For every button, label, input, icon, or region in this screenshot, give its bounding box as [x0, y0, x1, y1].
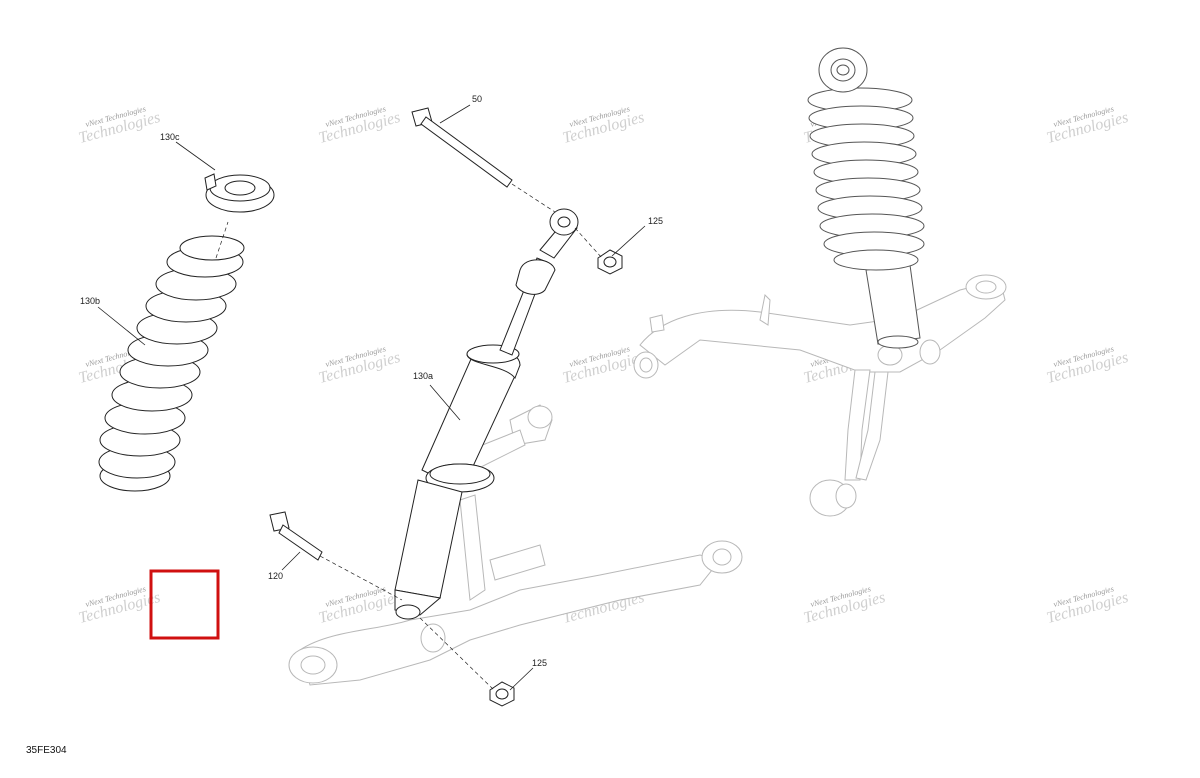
callout-130c: 130c: [160, 132, 180, 142]
watermark: Technologies vNext Technologies: [1045, 584, 1130, 627]
lower-a-arm-reference: [288, 404, 743, 686]
callout-125-bottom: 125: [532, 658, 547, 668]
assembly-lines: [215, 183, 603, 691]
bolt-120: [269, 511, 323, 561]
callout-125-top: 125: [648, 216, 663, 226]
leader-lines: [97, 104, 646, 691]
assembled-suspension-reference: [633, 47, 1007, 517]
watermark: Technologies vNext Technologies: [561, 344, 646, 387]
callout-120: 120: [268, 571, 283, 581]
watermark: Technologies vNext Technologies: [77, 104, 162, 147]
nut-125-top: [597, 249, 623, 275]
watermark: Technologies vNext Technologies: [561, 104, 646, 147]
watermark: Technologies vNext Technologies: [317, 584, 402, 627]
callout-130a: 130a: [413, 371, 433, 381]
watermark: Technologies vNext Technologies: [1045, 344, 1130, 387]
watermark: Technologies vNext Technologies: [802, 584, 887, 627]
callout-50: 50: [472, 94, 482, 104]
highlight-box[interactable]: [149, 569, 220, 640]
watermark: Technologies vNext Technologies: [77, 584, 162, 627]
diagram-code: 35FE304: [26, 745, 67, 756]
watermark: Technologies vNext Technologies: [1045, 104, 1130, 147]
bolt-50: [411, 107, 513, 188]
watermark: Technologies vNext Technologies: [317, 104, 402, 147]
spring-retainer-130c: [204, 173, 275, 213]
nut-125-bottom: [489, 681, 515, 707]
watermark: Technologies vNext Technologies: [317, 344, 402, 387]
coil-spring-130b: [98, 235, 245, 492]
assembled-coil-spring: [807, 87, 925, 271]
shock-absorber-130a: [394, 208, 579, 620]
callout-130b: 130b: [80, 296, 100, 306]
